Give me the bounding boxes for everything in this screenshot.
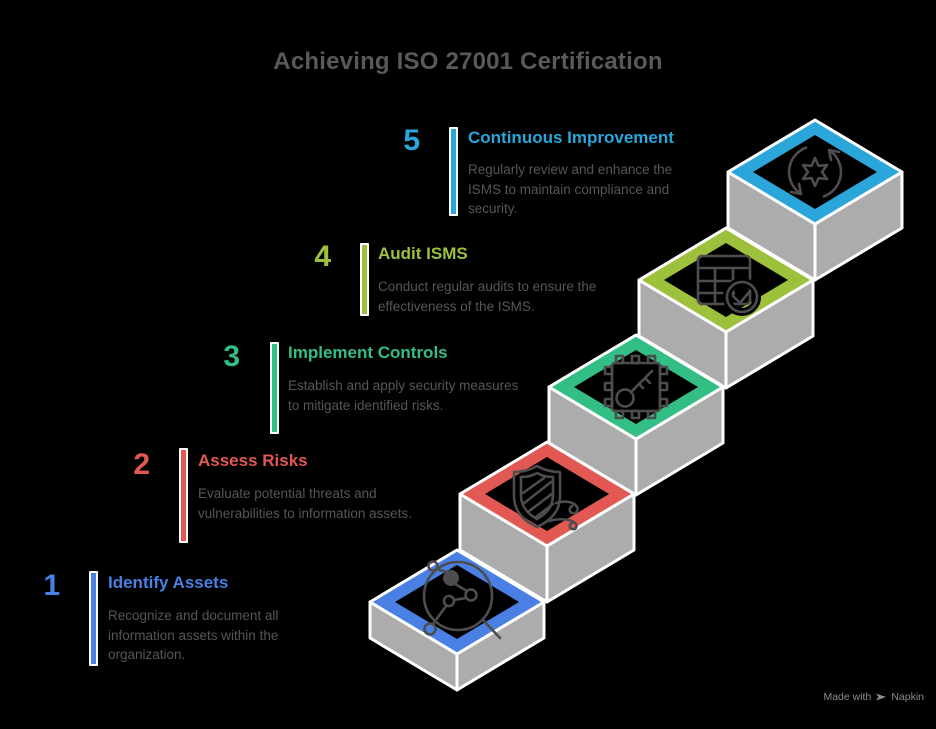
step-2-diamond-inner (485, 457, 609, 531)
step-5-description: Regularly review and enhance the ISMS to… (468, 162, 673, 216)
step-5-title: Continuous Improvement (468, 128, 674, 147)
watermark-prefix: Made with (823, 691, 872, 703)
shield-wind-icon (512, 464, 579, 531)
page-title: Achieving ISO 27001 Certification (273, 48, 663, 75)
step-5-accent-bar (449, 127, 458, 216)
step-2-description: Evaluate potential threats and vulnerabi… (198, 486, 412, 521)
chip-key-icon (603, 354, 669, 420)
step-3-title: Implement Controls (288, 343, 448, 362)
step-3-description: Establish and apply security measures to… (288, 378, 519, 413)
step-2-accent-bar (179, 448, 188, 543)
step-1-title: Identify Assets (108, 573, 229, 592)
table-check-icon (696, 254, 761, 316)
step-3-number: 3 (223, 340, 240, 373)
step-5-diamond-inner (753, 135, 877, 209)
step-2-number: 2 (133, 448, 150, 481)
step-1-number: 1 (43, 569, 60, 602)
step-4-platform (637, 226, 815, 390)
step-4-title: Audit ISMS (378, 244, 468, 263)
step-5-number: 5 (403, 124, 420, 157)
step-1-accent-bar (89, 571, 98, 666)
step-3-accent-bar (270, 342, 279, 434)
watermark: Made with Napkin (823, 691, 924, 703)
step-4-description: Conduct regular audits to ensure the eff… (378, 279, 597, 314)
napkin-logo-icon (876, 693, 887, 701)
step-2-title: Assess Risks (198, 451, 308, 470)
step-1-description: Recognize and document all information a… (108, 608, 279, 662)
step-3-platform (547, 333, 725, 497)
step-4-number: 4 (314, 240, 331, 273)
magnifier-network-icon (422, 560, 502, 640)
step-1-platform (368, 548, 546, 692)
watermark-brand: Napkin (891, 691, 924, 703)
step-4-accent-bar (360, 243, 369, 316)
sync-gear-icon (787, 146, 843, 198)
step-5-platform (726, 118, 904, 282)
step-2-platform (458, 440, 636, 604)
